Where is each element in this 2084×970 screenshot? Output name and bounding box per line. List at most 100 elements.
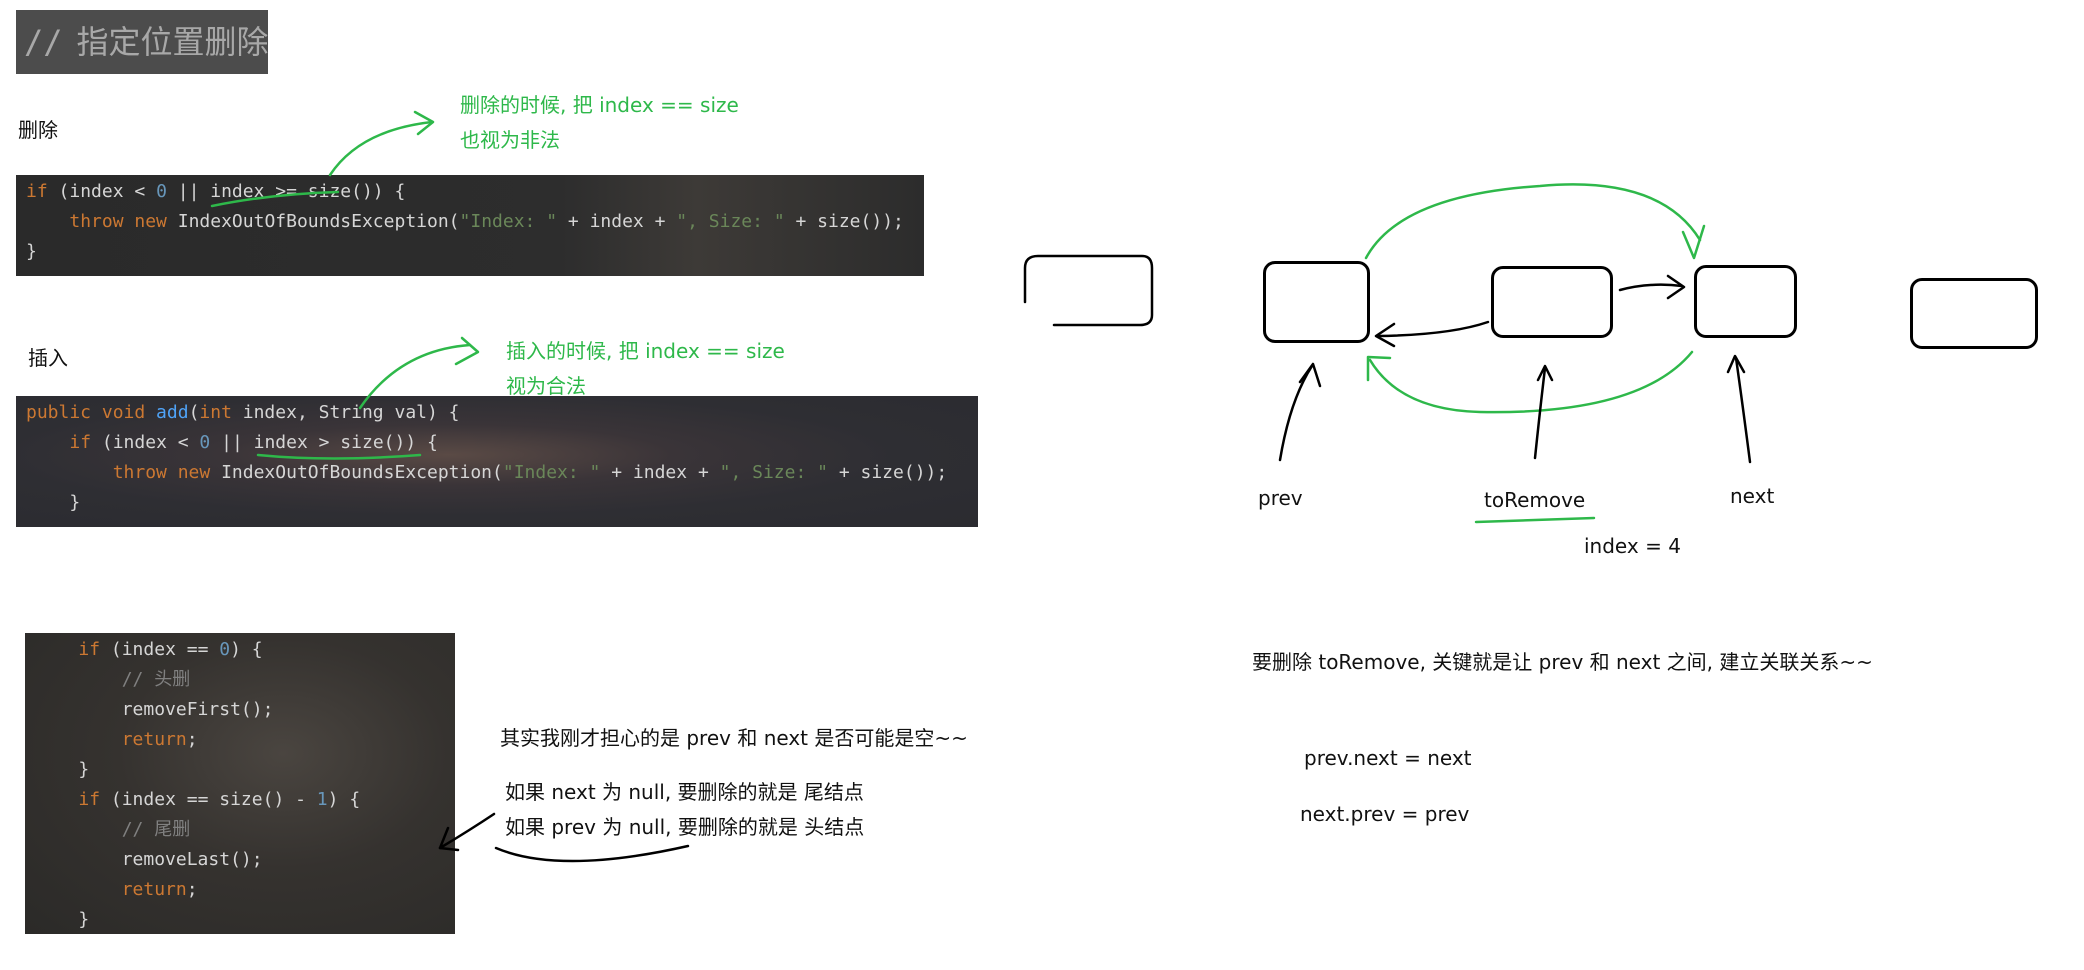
code-token: IndexOutOfBoundsException( [166, 211, 460, 232]
code-token: + size()); [828, 462, 948, 483]
prev-label: prev [1258, 486, 1303, 510]
node-prev [1263, 261, 1370, 343]
prev-null-note: 如果 prev 为 null, 要删除的就是 头结点 [505, 815, 865, 839]
index-label: index = 4 [1584, 534, 1681, 558]
node-to-remove [1491, 266, 1613, 338]
to-remove-underline [1474, 516, 1596, 524]
key-note: 要删除 toRemove, 关键就是让 prev 和 next 之间, 建立关联… [1252, 650, 1873, 674]
next-null-note: 如果 next 为 null, 要删除的就是 尾结点 [505, 780, 864, 804]
insert-label: 插入 [28, 346, 68, 370]
code-token: ( [188, 402, 200, 423]
code-token: + size()); [784, 211, 904, 232]
code-line: if (index == 0) { [35, 635, 455, 665]
code-token: (index < [47, 181, 157, 202]
code-block-edge-cases: if (index == 0) { // 头删 removeFirst(); r… [25, 633, 455, 934]
code-token: (index < [91, 432, 200, 453]
prev-pointer-arrow [1278, 364, 1314, 462]
code-token: throw new [112, 462, 211, 483]
section-title: // 指定位置删除 [16, 10, 269, 74]
code-line: if (index == size() - 1) { [35, 785, 455, 815]
next-pointer-arrowhead [1726, 354, 1746, 374]
code-token: ; [186, 879, 198, 900]
code-token: || index >= size()) { [166, 181, 406, 202]
code-line: return; [35, 725, 455, 755]
code-token: (index == [100, 639, 220, 660]
bypass-prev-arrow [1368, 350, 1694, 414]
title-slashes: // [24, 23, 63, 61]
code-line: // 头删 [35, 665, 455, 695]
code-token: // 头删 [121, 669, 191, 690]
code-token: "Index: " [459, 211, 558, 232]
code-token: ", Size: " [719, 462, 828, 483]
delete-note-arrow [328, 120, 434, 177]
code-line: if (index < 0 || index >= size()) { [26, 177, 924, 207]
code-token: 0 [219, 639, 231, 660]
next-prev-assignment: next.prev = prev [1300, 802, 1470, 826]
insert-note-line-1: 插入的时候, 把 index == size [506, 339, 785, 363]
code-token: if [78, 639, 101, 660]
code-line: } [26, 237, 924, 267]
delete-note: 删除的时候, 把 index == size 也视为非法 [460, 88, 739, 158]
code-token: (index == size() - [100, 789, 317, 810]
code-line: removeLast(); [35, 845, 455, 875]
code-line: } [26, 488, 978, 518]
code-token: if [69, 432, 92, 453]
code-token: return [121, 729, 187, 750]
to-remove-to-prev-arrowhead [1374, 322, 1396, 348]
code-token: throw new [69, 211, 167, 232]
to-remove-pointer-arrow [1533, 366, 1547, 460]
code-token: } [35, 909, 90, 930]
code-token: "Index: " [502, 462, 601, 483]
insert-note-arrow [358, 343, 472, 410]
code-line: removeFirst(); [35, 695, 455, 725]
to-remove-to-next-arrow [1618, 283, 1684, 292]
insert-note-arrowhead [454, 336, 480, 366]
code-token: // 尾删 [121, 819, 191, 840]
prev-next-assignment: prev.next = next [1304, 746, 1472, 770]
bypass-next-arrow [1364, 183, 1702, 260]
code-token: removeLast(); [35, 849, 263, 870]
code-line: if (index < 0 || index > size()) { [26, 428, 978, 458]
code-token: ) { [230, 639, 263, 660]
code-line: throw new IndexOutOfBoundsException("Ind… [26, 458, 978, 488]
code-token: add [156, 402, 189, 423]
code-line: } [35, 905, 455, 934]
code-token: ) { [327, 789, 361, 810]
code-token: if [26, 181, 48, 202]
code-token: IndexOutOfBoundsException( [210, 462, 503, 483]
edge-case-underline [494, 844, 690, 863]
to-remove-to-prev-arrow [1376, 320, 1490, 338]
code-token: index, String val) { [231, 402, 460, 423]
code-token: 0 [199, 432, 211, 453]
code-token: || index > size()) { [210, 432, 438, 453]
node-far-right [1910, 278, 2038, 349]
code-block-insert: public void add(int index, String val) {… [16, 396, 978, 527]
title-text: 指定位置删除 [76, 23, 269, 61]
edge-case-arrow [438, 812, 496, 850]
delete-note-line-1: 删除的时候, 把 index == size [460, 93, 739, 117]
code-line: // 尾删 [35, 815, 455, 845]
code-line: return; [35, 875, 455, 905]
left-node-outline [1023, 254, 1154, 327]
code-token: return [121, 879, 187, 900]
code-token: ; [186, 729, 198, 750]
code-token: if [78, 789, 101, 810]
code-token: } [35, 759, 90, 780]
code-line: throw new IndexOutOfBoundsException("Ind… [26, 207, 924, 237]
code-line: } [35, 755, 455, 785]
delete-note-arrowhead [413, 110, 435, 136]
code-token: int [199, 402, 232, 423]
bypass-prev-arrowhead [1366, 355, 1392, 382]
node-next [1694, 265, 1797, 338]
delete-underline [210, 190, 340, 208]
to-remove-pointer-arrowhead [1536, 364, 1554, 382]
code-line: public void add(int index, String val) { [26, 398, 978, 428]
code-token: + index + [557, 211, 677, 232]
code-token: removeFirst(); [35, 699, 274, 720]
to-remove-to-next-arrowhead [1666, 274, 1686, 300]
insert-note: 插入的时候, 把 index == size 视为合法 [506, 334, 785, 404]
code-token: } [26, 492, 81, 513]
next-pointer-arrow [1734, 356, 1752, 464]
delete-note-line-2: 也视为非法 [460, 128, 560, 152]
